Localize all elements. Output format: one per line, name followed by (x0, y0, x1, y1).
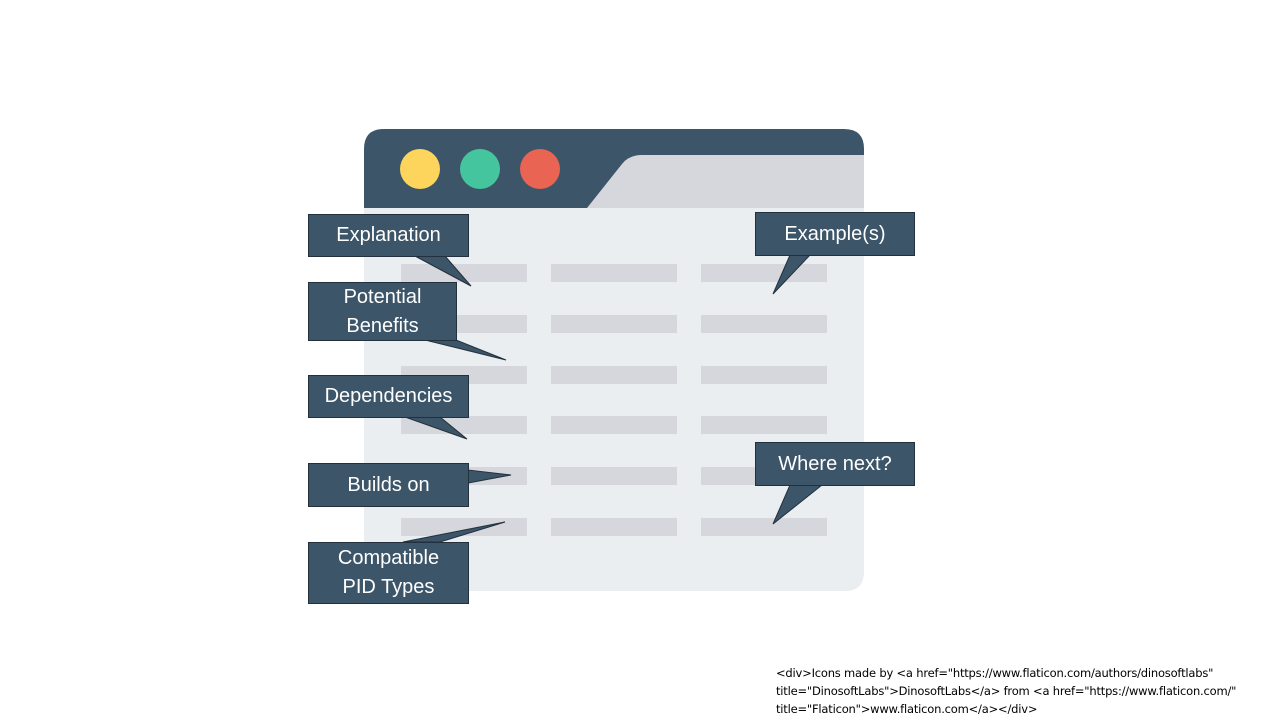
attribution-text: <div>Icons made by <a href="https://www.… (776, 666, 1237, 716)
table-cell-placeholder (401, 416, 527, 434)
callout-examples: Example(s) (755, 212, 915, 256)
callout-where-next: Where next? (755, 442, 915, 486)
table-cell-placeholder (551, 416, 677, 434)
red-dot-icon (520, 149, 560, 189)
table-cell-placeholder (401, 518, 527, 536)
callout-compatible-pid-types: Compatible PID Types (308, 542, 469, 604)
table-cell-placeholder (701, 264, 827, 282)
table-cell-placeholder (701, 315, 827, 333)
table-cell-placeholder (551, 264, 677, 282)
table-cell-placeholder (551, 467, 677, 485)
table-cell-placeholder (701, 416, 827, 434)
table-cell-placeholder (551, 315, 677, 333)
table-cell-placeholder (551, 366, 677, 384)
table-cell-placeholder (401, 264, 527, 282)
callout-dependencies: Dependencies (308, 375, 469, 418)
callout-builds-on: Builds on (308, 463, 469, 507)
callout-explanation: Explanation (308, 214, 469, 257)
callout-potential-benefits: Potential Benefits (308, 282, 457, 341)
table-cell-placeholder (551, 518, 677, 536)
window-tab (587, 155, 864, 208)
green-dot-icon (460, 149, 500, 189)
table-cell-placeholder (701, 366, 827, 384)
table-cell-placeholder (701, 518, 827, 536)
yellow-dot-icon (400, 149, 440, 189)
